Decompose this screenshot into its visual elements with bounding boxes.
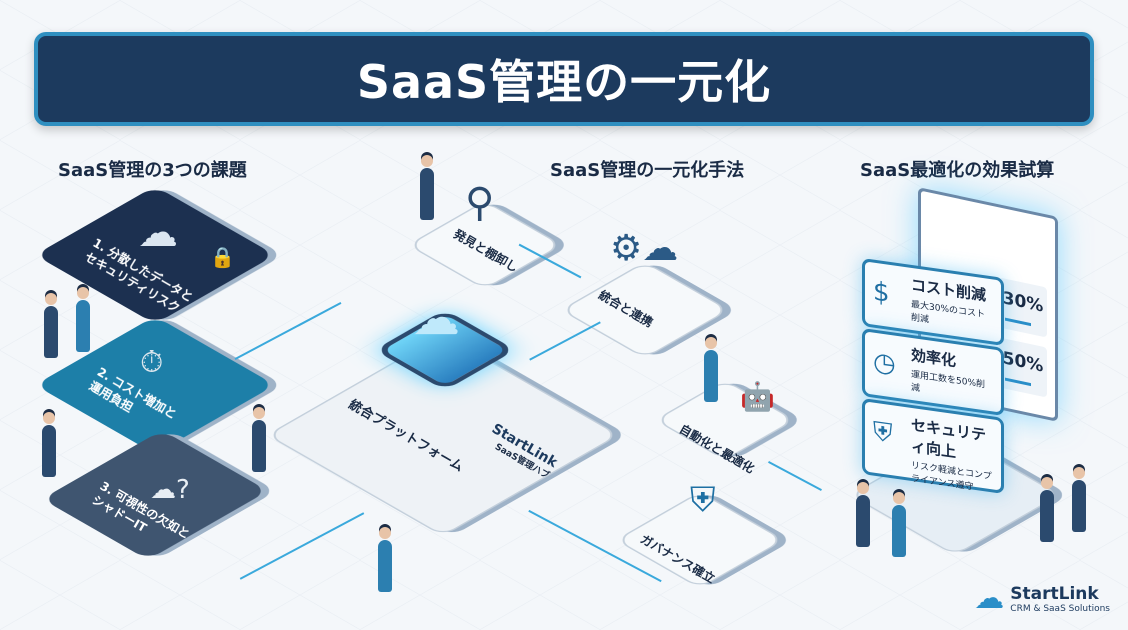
logo-name: StartLink [1010, 583, 1099, 604]
coins-clock-icon: ⏱ [140, 345, 164, 380]
clock-icon: ◷ [873, 346, 896, 380]
title-banner: SaaS管理の一元化 [34, 32, 1094, 126]
gear-cloud-icon: ⚙☁ [610, 228, 679, 269]
logo-tagline: CRM & SaaS Solutions [1010, 603, 1110, 614]
robot-icon: 🤖 [740, 380, 775, 413]
person-illustration [892, 492, 906, 557]
cloud-shield-icon: ⛨ [873, 416, 893, 450]
person-illustration [252, 407, 266, 472]
person-illustration [1072, 467, 1086, 532]
lock-icon: 🔒 [210, 245, 235, 269]
person-illustration [76, 287, 90, 352]
cloud-logo-icon: ☁ [974, 581, 1005, 616]
broken-cloud-icon: ☁ [138, 210, 178, 256]
shield-lock-icon: ⛨ [690, 480, 716, 520]
person-illustration [420, 155, 434, 220]
person-illustration [44, 293, 58, 358]
person-illustration [1040, 477, 1054, 542]
person-illustration [856, 482, 870, 547]
page-title: SaaS管理の一元化 [356, 55, 772, 109]
magnifier-icon: ⚲ [465, 180, 495, 226]
cloud-question-icon: ☁? [150, 475, 190, 505]
person-illustration [378, 527, 392, 592]
dashboard-value-2: 50% [999, 337, 1047, 398]
cloud-link-icon: ☁ [412, 290, 460, 346]
heading-effects: SaaS最適化の効果試算 [860, 160, 1055, 181]
dollar-down-icon: $ [873, 276, 890, 309]
dashboard-value-1: 30% [999, 277, 1047, 338]
heading-challenges: SaaS管理の3つの課題 [58, 160, 247, 181]
person-illustration [704, 337, 718, 402]
heading-method: SaaS管理の一元化手法 [550, 160, 745, 181]
person-illustration [42, 412, 56, 477]
